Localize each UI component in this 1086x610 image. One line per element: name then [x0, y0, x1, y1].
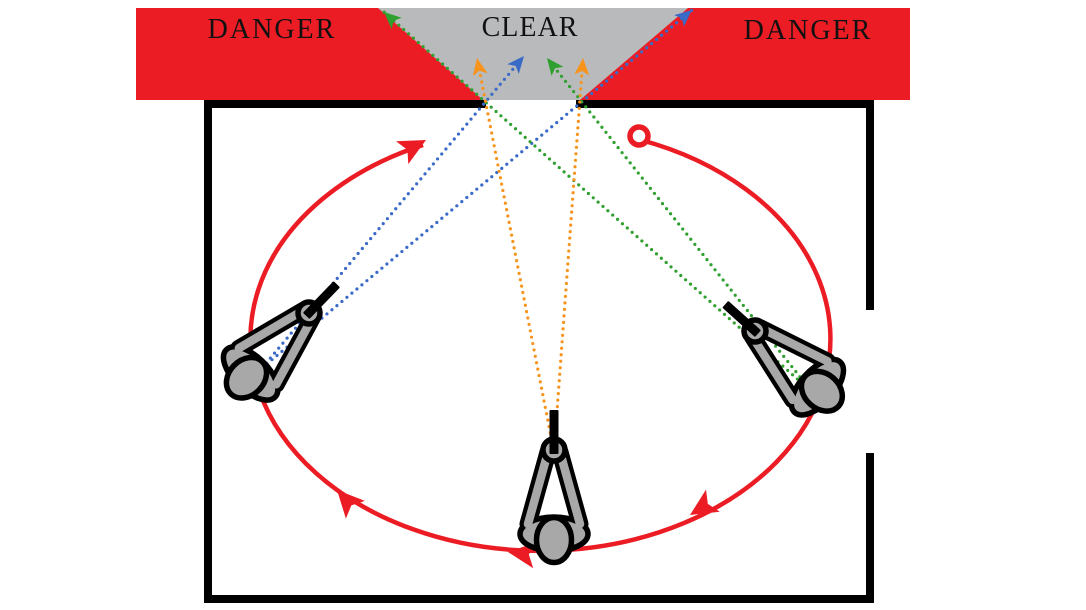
- trajectories-left-shooter: [260, 8, 694, 370]
- rotation-start-circle-marker: [627, 124, 651, 148]
- trajectory-green-arrowhead-2: [384, 12, 402, 29]
- left-arm-fill: [234, 306, 308, 353]
- handgun-icon: [722, 301, 761, 337]
- handgun-icon: [549, 410, 559, 454]
- trajectory-blue-arrowhead-2: [674, 10, 692, 27]
- trajectory-blue-1: [260, 54, 526, 370]
- trajectories-center-shooter: [472, 56, 590, 454]
- trajectory-orange-arrowhead-1: [472, 58, 488, 77]
- right-arm-fill: [272, 314, 317, 389]
- clear-label: CLEAR: [482, 12, 579, 43]
- shooter-left: [220, 281, 340, 403]
- rotation-arrowhead-bottom-right: [690, 489, 720, 515]
- left-arm-fill: [523, 447, 553, 529]
- shooter-right: [722, 301, 847, 418]
- right-arm-fill: [555, 447, 585, 529]
- rotation-arc-markers: [337, 124, 720, 569]
- trajectory-blue-2: [260, 8, 694, 370]
- trajectory-green-2: [382, 10, 814, 394]
- room-walls: [204, 100, 874, 603]
- trajectory-orange-1: [475, 56, 556, 454]
- trajectory-orange-2: [552, 56, 585, 454]
- handgun-icon: [303, 281, 340, 319]
- left-arm-fill: [748, 332, 797, 405]
- danger-right-label: DANGER: [744, 15, 873, 46]
- head: [533, 514, 575, 566]
- rotation-arrowhead-bottom-left: [337, 490, 365, 519]
- danger-left-label: DANGER: [208, 14, 337, 45]
- trajectory-orange-arrowhead-2: [574, 58, 590, 76]
- clear-zone-funnel: [378, 8, 688, 100]
- danger-banner: DANGER CLEAR DANGER: [136, 8, 910, 100]
- rotation-arrowhead-bottom: [508, 542, 537, 569]
- shooter-center: [517, 410, 591, 566]
- trajectory-green-arrowhead-1: [547, 58, 564, 77]
- rotation-arrowhead-top-left: [396, 140, 426, 165]
- right-arm-fill: [756, 323, 832, 366]
- head: [223, 354, 270, 401]
- trajectory-blue-arrowhead-1: [507, 56, 524, 74]
- head: [798, 368, 846, 414]
